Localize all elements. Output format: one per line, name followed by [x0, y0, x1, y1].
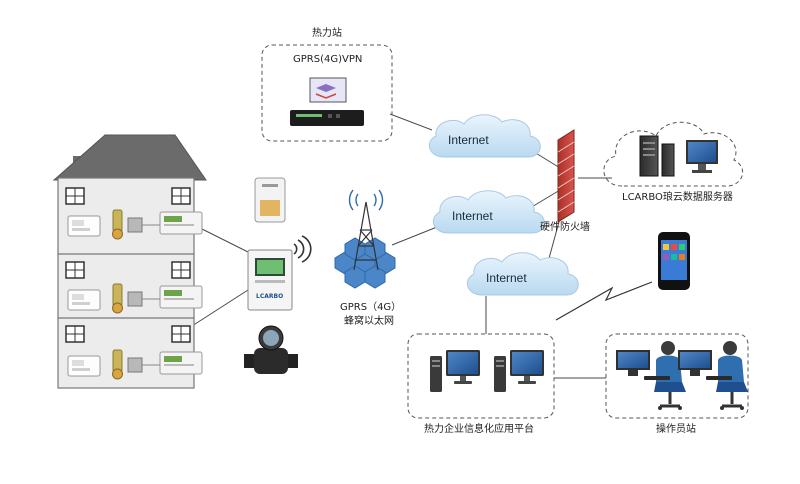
cell-tower-icon [334, 189, 396, 289]
heat-station-box [261, 44, 393, 142]
tower-to-internet-line [391, 224, 443, 246]
cloud-server-label: LCARBO琅云数据服务器 [622, 192, 733, 203]
internet-label-middle: Internet [452, 209, 493, 223]
controller-brand-label: LCARBO [256, 293, 284, 300]
wireless-signal-icon [293, 235, 312, 263]
platform-pc-2 [494, 350, 544, 392]
firewall-icon [557, 129, 575, 223]
gprs-label: GPRS（4G） [340, 302, 402, 313]
operator-1 [614, 339, 688, 412]
controller-icon [247, 249, 293, 311]
smartphone-icon [658, 232, 690, 290]
platform-box [407, 333, 555, 419]
firewall-label: 硬件防火墙 [540, 222, 590, 233]
operator-2 [676, 339, 750, 412]
enterprise-platform-label: 热力企业信息化应用平台 [424, 424, 534, 435]
server-icon [639, 135, 675, 177]
vpn-router-icon [290, 77, 364, 126]
lightning-link-icon [555, 281, 653, 321]
platform-pc-1 [430, 350, 480, 392]
operator-box [605, 333, 749, 419]
server-cloud-outline [603, 121, 744, 187]
vpn-label: GPRS(4G)VPN [293, 54, 363, 65]
sensor-icon [254, 177, 286, 223]
cellular-ethernet-label: 蜂窝以太网 [344, 316, 394, 327]
monitor-icon [686, 140, 718, 173]
connection-lines [191, 113, 612, 379]
water-meter-icon [244, 325, 298, 374]
operator-station-label: 操作员站 [656, 424, 696, 435]
building [52, 134, 207, 389]
vpn-to-internet-line [389, 113, 433, 131]
internet-label-bottom: Internet [486, 271, 527, 285]
building-to-controller-line-lower [191, 289, 249, 327]
internet-label-top: Internet [448, 133, 489, 147]
heat-station-label: 热力站 [312, 28, 342, 39]
